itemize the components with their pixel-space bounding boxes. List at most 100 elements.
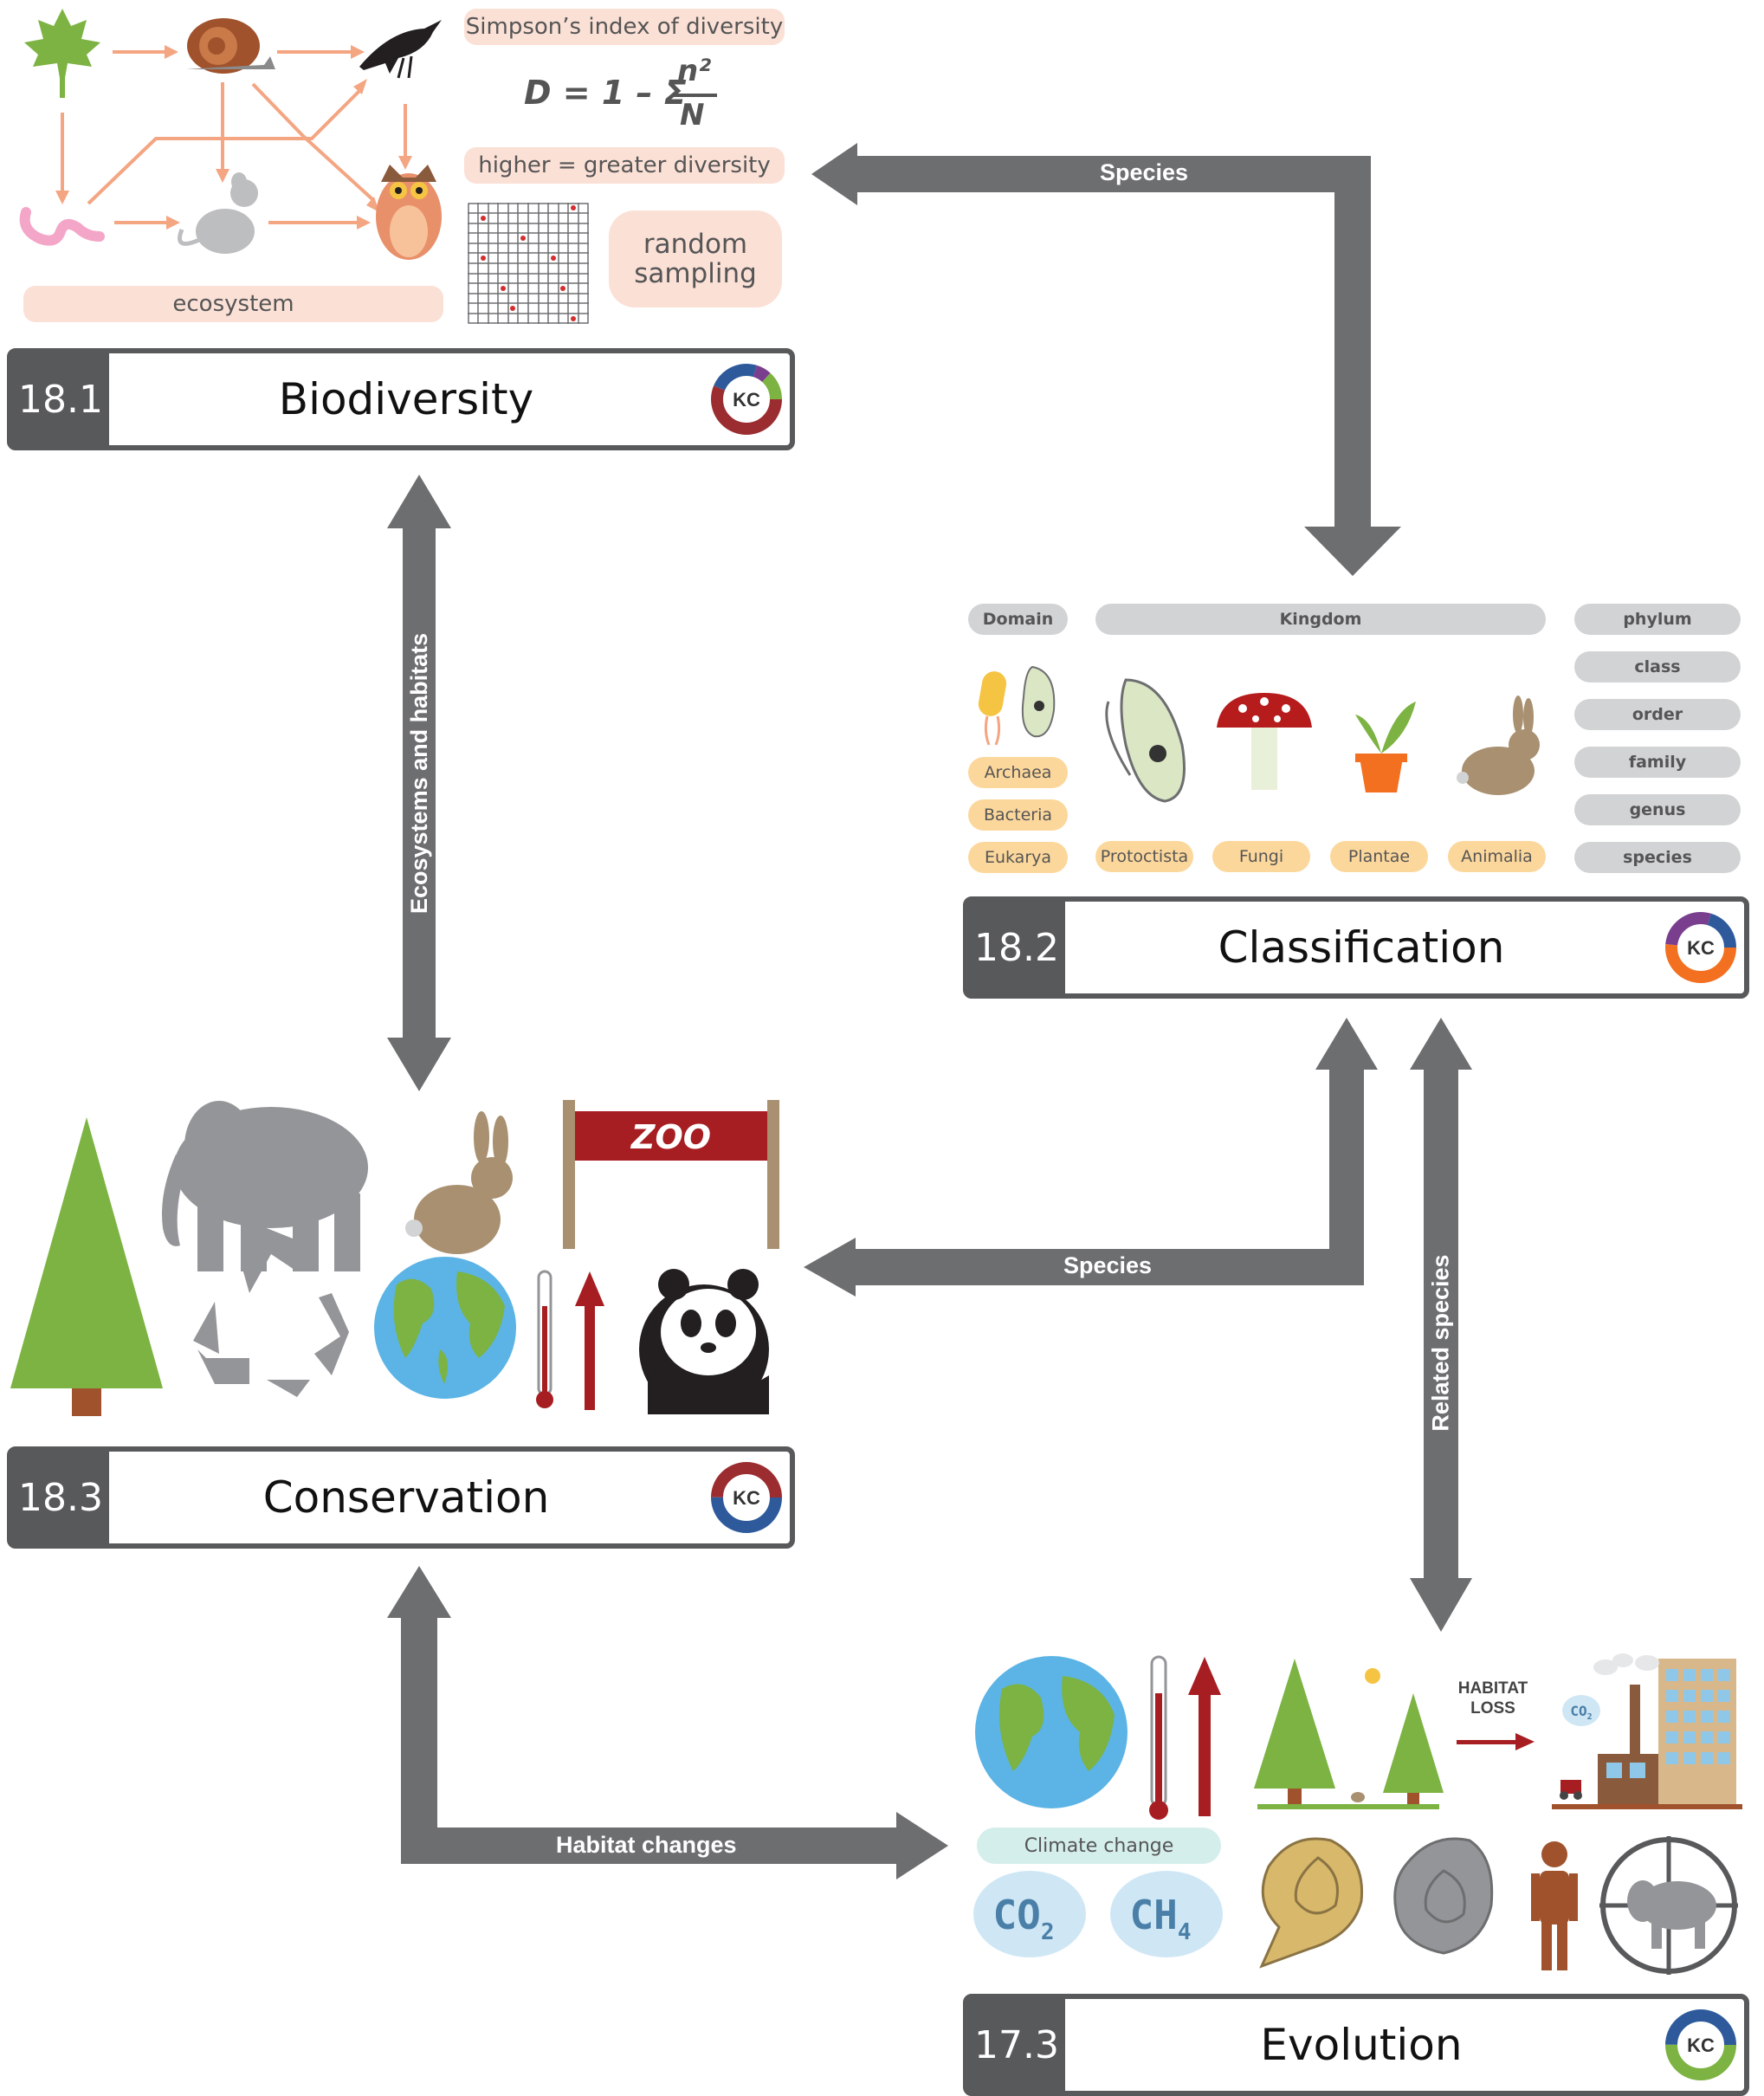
kc-text: KC <box>733 1487 760 1509</box>
random-sampling-text: random sampling <box>634 228 757 289</box>
habitat-loss-label: HABITAT LOSS <box>1457 1679 1535 1750</box>
ch4-sub: 4 <box>1178 1919 1192 1945</box>
rank-label: phylum <box>1574 604 1741 635</box>
topic-number: 18.1 <box>12 353 109 445</box>
thermometer-icon <box>1149 1655 1168 1820</box>
kc-badge: KC <box>1657 1999 1744 2091</box>
kc-text: KC <box>1687 2035 1715 2056</box>
svg-text:CO2: CO2 <box>1570 1703 1592 1722</box>
paramecium-icon <box>1105 678 1186 803</box>
co2-cloud-small-icon: CO2 <box>1562 1695 1600 1726</box>
human-icon <box>1531 1841 1578 1970</box>
kingdom-label: Plantae <box>1330 841 1428 872</box>
kingdom-label: Protoctista <box>1095 841 1193 872</box>
thermometer-icon <box>536 1270 553 1408</box>
related-species-arrow <box>1410 1018 1472 1632</box>
kc-badge: KC <box>703 1452 790 1543</box>
kingdom-label: Animalia <box>1448 841 1546 872</box>
simpson-index-label: Simpson’s index of diversity <box>464 9 785 45</box>
co2-text: CO <box>992 1892 1040 1938</box>
ecosystems-arrow-label: Ecosystems and habitats <box>406 632 432 914</box>
panda-icon <box>639 1269 769 1414</box>
species-arrow-top <box>811 143 1401 576</box>
mushroom-icon <box>1217 693 1312 790</box>
evolution-illustrations: HABITAT LOSS <box>973 1653 1742 1975</box>
topic-title: Conservation <box>262 1472 550 1523</box>
topic-number: 18.3 <box>12 1452 109 1543</box>
simpson-formula-denominator: N <box>680 98 705 133</box>
maple-leaf-icon <box>24 9 100 98</box>
domain-label: Bacteria <box>968 799 1068 831</box>
species-arrow-top-label: Species <box>1100 159 1189 185</box>
kc-ring-icon: KC <box>1665 912 1736 983</box>
snail-icon <box>186 18 275 74</box>
globe-icon <box>975 1656 1128 1808</box>
factory-co2-sub: 2 <box>1587 1712 1593 1722</box>
habitat-loss-line-1: HABITAT <box>1458 1679 1528 1698</box>
rank-label: class <box>1574 651 1741 682</box>
habitat-changes-arrow <box>387 1566 948 1879</box>
globe-icon <box>374 1257 516 1399</box>
ecosystems-arrow <box>387 475 451 1091</box>
rank-label: family <box>1574 747 1741 778</box>
microbe-illustrations <box>978 665 1056 746</box>
worm-icon <box>19 207 105 246</box>
topic-number: 18.2 <box>968 902 1065 993</box>
rabbit-icon <box>405 1111 513 1254</box>
kc-text: KC <box>733 389 760 411</box>
topic-card-evolution[interactable]: 17.3 Evolution KC <box>963 1994 1749 2096</box>
svg-text:CH4: CH4 <box>1129 1892 1191 1945</box>
topic-title: Classification <box>1218 922 1505 973</box>
conservation-illustrations: ZOO <box>10 1100 779 1416</box>
ammonite-fossil-icon <box>1259 1837 1364 1969</box>
kingdom-header: Kingdom <box>1095 604 1546 635</box>
co2-sub: 2 <box>1041 1919 1055 1945</box>
domain-label: Eukarya <box>968 842 1068 873</box>
crow-icon <box>359 20 442 79</box>
rank-label: species <box>1574 842 1741 873</box>
poaching-target-icon <box>1599 1836 1738 1975</box>
kc-ring-icon: KC <box>711 1462 782 1533</box>
zoo-sign-icon: ZOO <box>563 1100 779 1249</box>
ammonite-grey-icon <box>1393 1837 1494 1955</box>
higher-diversity-label: higher = greater diversity <box>464 147 785 184</box>
species-arrow-middle-label: Species <box>1063 1252 1153 1278</box>
random-sampling-label: random sampling <box>609 210 782 307</box>
zoo-sign-text: ZOO <box>630 1118 711 1156</box>
ecosystem-label: ecosystem <box>23 286 443 322</box>
recycle-icon <box>193 1228 349 1397</box>
climate-change-label: Climate change <box>977 1828 1221 1864</box>
topic-number: 17.3 <box>968 1999 1065 2091</box>
food-web-illustration <box>19 9 442 260</box>
topic-card-conservation[interactable]: 18.3 Conservation KC <box>7 1446 795 1549</box>
habitat-loss-line-2: LOSS <box>1470 1699 1515 1718</box>
co2-cloud-icon: CO2 <box>973 1871 1086 1957</box>
domain-header: Domain <box>968 604 1068 635</box>
rank-label: genus <box>1574 794 1741 825</box>
rank-label: order <box>1574 699 1741 730</box>
kingdom-illustrations <box>1105 678 1540 803</box>
kc-ring-icon: KC <box>1665 2009 1736 2080</box>
rising-arrow-icon <box>575 1271 604 1410</box>
topic-card-classification[interactable]: 18.2 Classification KC <box>963 896 1749 999</box>
sampling-grid <box>468 203 589 324</box>
svg-text:CO2: CO2 <box>992 1892 1054 1945</box>
domain-label: Archaea <box>968 757 1068 788</box>
simpson-formula-numerator: n² <box>677 54 712 88</box>
factory-co2-text: CO <box>1570 1703 1586 1719</box>
kc-text: KC <box>1687 937 1715 959</box>
elephant-icon <box>162 1101 368 1271</box>
potted-plant-icon <box>1355 702 1416 792</box>
bacteria-icon <box>978 671 1007 746</box>
related-species-arrow-label: Related species <box>1427 1254 1454 1432</box>
archaea-icon <box>1021 665 1056 738</box>
forest-icon <box>1254 1659 1444 1809</box>
topic-title: Biodiversity <box>278 374 534 424</box>
ch4-cloud-icon: CH4 <box>1110 1871 1223 1957</box>
rising-arrow-icon <box>1188 1657 1221 1816</box>
species-arrow-middle <box>804 1018 1378 1297</box>
simpson-formula-left: D = 1 – Σ <box>524 74 687 112</box>
topic-title: Evolution <box>1260 2020 1463 2070</box>
topic-card-biodiversity[interactable]: 18.1 Biodiversity KC <box>7 348 795 450</box>
